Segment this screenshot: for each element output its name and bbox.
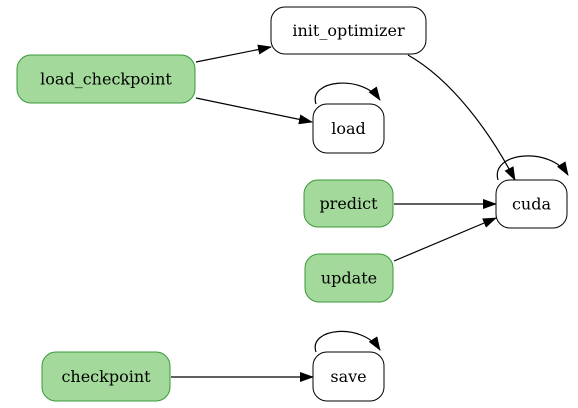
node-label: save [330, 367, 366, 386]
node-label: load_checkpoint [40, 70, 172, 89]
node-checkpoint: checkpoint [41, 351, 171, 402]
node-box [303, 179, 394, 228]
node-box [270, 6, 427, 55]
node-label: predict [319, 194, 378, 213]
node-label: checkpoint [61, 367, 151, 386]
node-predict: predict [303, 179, 394, 228]
edge-load-to-load [314, 82, 381, 105]
node-label: load [331, 119, 366, 138]
edge-init-optimizer-to-cuda [407, 54, 516, 181]
node-save: save [312, 351, 385, 402]
node-box [304, 253, 394, 303]
node-label: cuda [512, 195, 552, 214]
node-box [16, 54, 196, 104]
node-load-checkpoint: load_checkpoint [16, 54, 196, 104]
edges-layer [171, 44, 569, 382]
edge-cuda-to-cuda [496, 155, 569, 181]
edge-load-checkpoint-to-init-optimizer [195, 44, 272, 63]
edge-load-checkpoint-to-load [195, 97, 313, 125]
node-label: init_optimizer [292, 21, 405, 40]
node-update: update [304, 253, 394, 303]
node-label: update [321, 269, 377, 288]
node-box [495, 179, 568, 229]
node-load: load [312, 103, 385, 154]
node-box [41, 351, 171, 402]
edge-update-to-cuda [393, 217, 497, 262]
node-box [312, 351, 385, 402]
node-cuda: cuda [495, 179, 568, 229]
node-box [312, 103, 385, 154]
edge-save-to-save [314, 330, 381, 353]
node-init-optimizer: init_optimizer [270, 6, 427, 55]
